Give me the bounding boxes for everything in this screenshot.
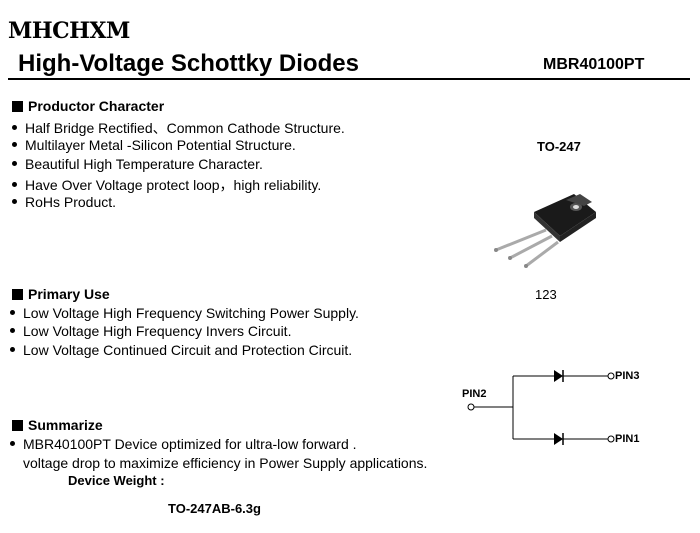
list-item: Have Over Voltage protect loop，high reli…: [12, 175, 321, 195]
bullet-icon: [12, 161, 17, 166]
square-bullet-icon: [12, 289, 23, 300]
section-heading: Summarize: [28, 417, 103, 433]
list-item: Low Voltage High Frequency Invers Circui…: [10, 323, 291, 339]
part-number: MBR40100PT: [543, 56, 645, 73]
pin-numbers: 123: [535, 287, 557, 302]
square-bullet-icon: [12, 101, 23, 112]
bullet-icon: [10, 347, 15, 352]
list-item: Half Bridge Rectified、Common Cathode Str…: [12, 118, 345, 138]
bullet-icon: [10, 441, 15, 446]
list-item: Low Voltage Continued Circuit and Protec…: [10, 342, 352, 358]
bullet-icon: [12, 182, 17, 187]
to247-package-image: [494, 194, 596, 268]
bullet-icon: [12, 125, 17, 130]
brand-logo: MHCHXM: [8, 18, 130, 44]
pin2-label: PIN2: [462, 388, 487, 400]
device-weight-value: TO-247AB-6.3g: [168, 501, 261, 516]
pin1-label: PIN1: [615, 433, 640, 445]
list-item: Low Voltage High Frequency Switching Pow…: [10, 305, 359, 321]
section-heading: Productor Character: [28, 98, 165, 114]
summary-line: MBR40100PT Device optimized for ultra-lo…: [10, 436, 357, 452]
list-item: Beautiful High Temperature Character.: [12, 156, 263, 172]
header-divider: [8, 78, 690, 80]
diode-schematic: [467, 370, 615, 445]
section-heading: Primary Use: [28, 286, 110, 302]
page-title: High-Voltage Schottky Diodes: [18, 50, 359, 77]
bullet-icon: [12, 142, 17, 147]
summary-line: voltage drop to maximize efficiency in P…: [23, 455, 428, 471]
section-primary-use: Primary Use: [12, 286, 110, 302]
bullet-icon: [10, 310, 15, 315]
pin3-label: PIN3: [615, 370, 640, 382]
list-item: Multilayer Metal -Silicon Potential Stru…: [12, 137, 296, 153]
section-product-character: Productor Character: [12, 98, 164, 114]
device-weight-label: Device Weight :: [68, 473, 165, 488]
bullet-icon: [10, 328, 15, 333]
square-bullet-icon: [12, 420, 23, 431]
section-summarize: Summarize: [12, 417, 103, 433]
package-name: TO-247: [537, 139, 581, 154]
bullet-icon: [12, 199, 17, 204]
list-item: RoHs Product.: [12, 194, 116, 210]
